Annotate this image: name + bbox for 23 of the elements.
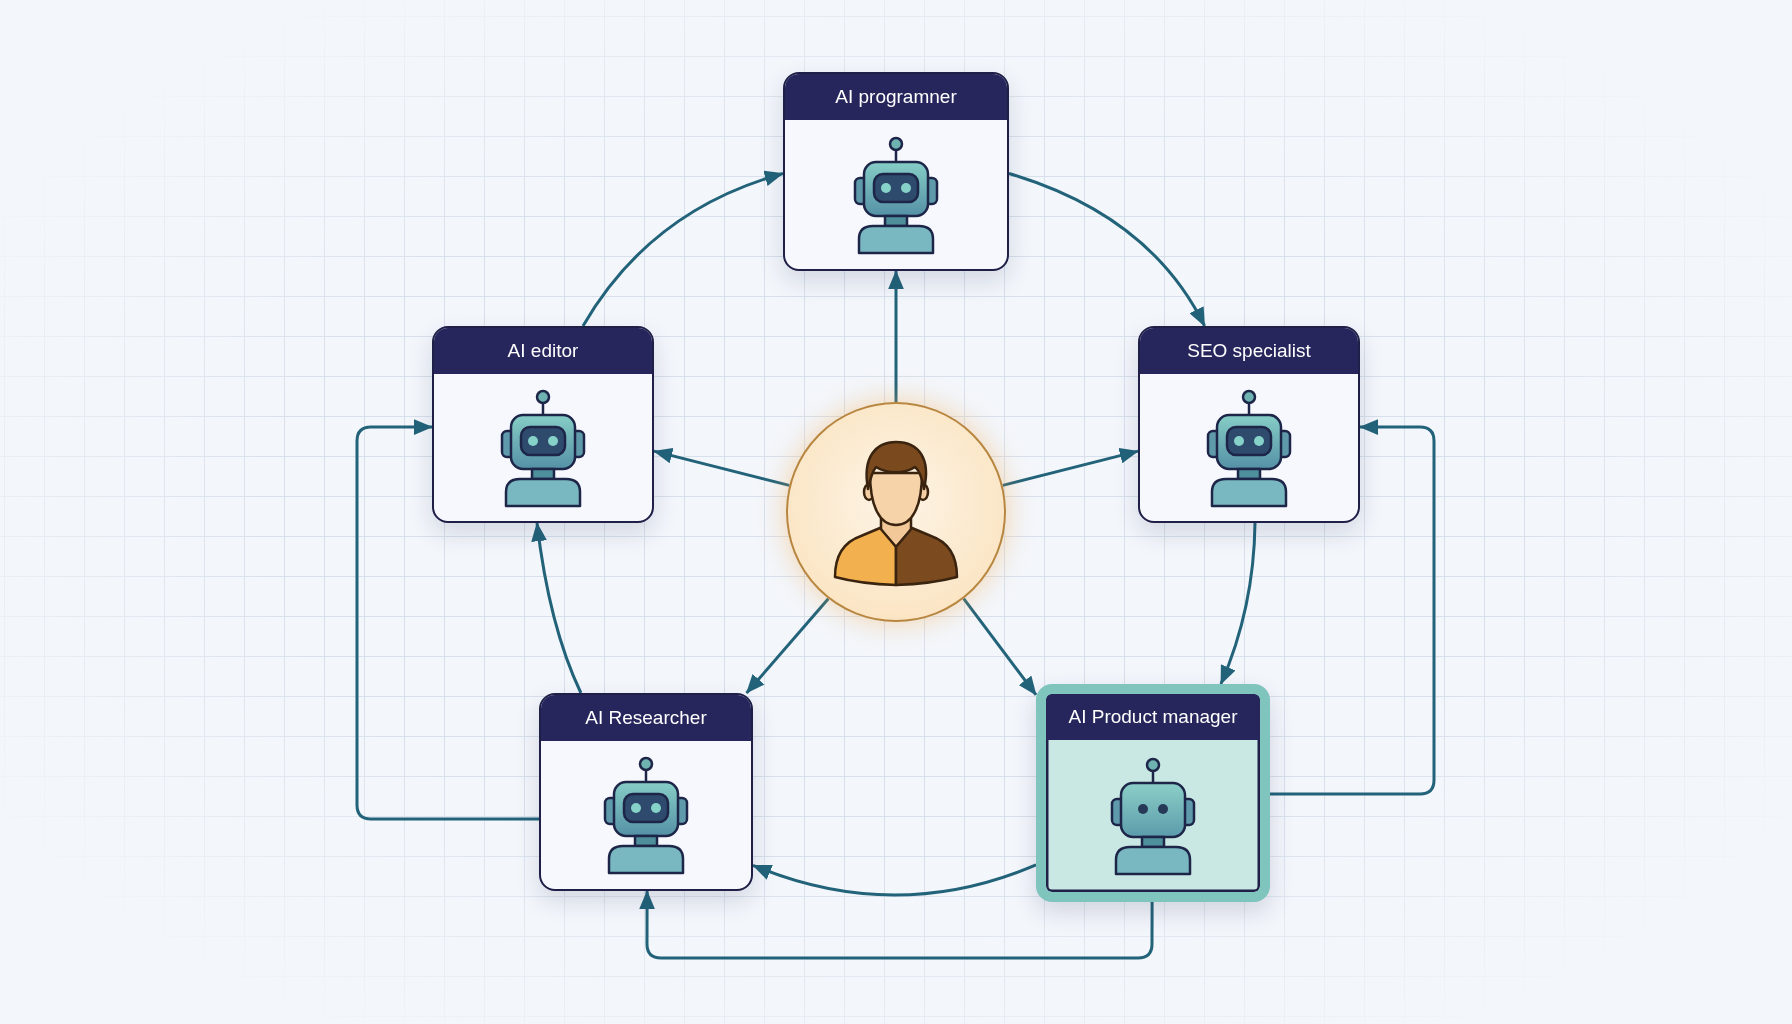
card-title: AI programner [785,74,1007,120]
card-title: AI Researcher [541,695,751,741]
agent-card [539,693,753,891]
card-title: AI editor [434,328,652,374]
arrow [888,270,904,402]
arrow [653,447,790,487]
arrow [639,890,1154,960]
arrow [1270,419,1436,796]
agent-card [783,72,1009,271]
card-title: AI Product manager [1046,694,1260,740]
arrow [1219,522,1257,685]
agent-card [1138,326,1360,523]
arrow [355,419,539,821]
arrow [1002,447,1139,487]
agent-card [432,326,654,523]
card-title: SEO specialist [1140,328,1358,374]
arrow [962,597,1038,696]
arrow [752,863,1037,897]
arrow [531,522,583,694]
arrow [1008,172,1206,327]
highlighted-agent-card [1036,684,1270,902]
arrow [745,597,830,694]
arrow [581,171,784,327]
